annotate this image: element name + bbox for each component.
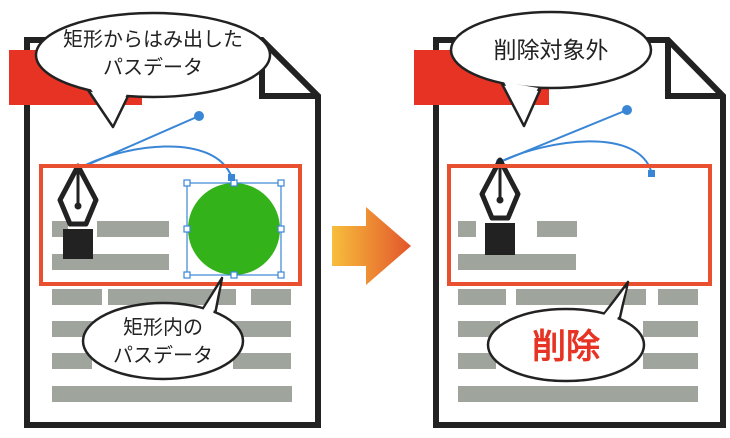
text-block — [52, 353, 92, 369]
green-circle-shape — [188, 183, 280, 275]
pen-tool-icon — [479, 157, 521, 255]
left-top-bubble-line-1: 矩形からはみ出した — [63, 27, 243, 51]
text-block — [232, 321, 291, 337]
text-block — [643, 353, 698, 369]
left-bottom-bubble: 矩形内の パスデータ — [81, 276, 245, 381]
bbox-handle — [230, 271, 238, 279]
arrow-right-icon — [332, 207, 411, 285]
text-block — [643, 321, 698, 337]
text-block — [458, 321, 500, 337]
bbox-handle — [277, 271, 285, 279]
left-top-bubble: 矩形からはみ出した パスデータ — [34, 11, 272, 129]
text-block — [458, 221, 476, 237]
left-document: 矩形からはみ出した パスデータ 矩形内の パスデータ — [9, 11, 321, 428]
bbox-handle — [183, 179, 191, 187]
right-document: 削除対象外 削除 — [414, 10, 726, 428]
text-block — [52, 289, 102, 305]
left-selection-rectangle — [39, 164, 302, 286]
text-block — [458, 386, 698, 402]
pen-tool-icon — [57, 163, 99, 259]
text-block — [537, 221, 577, 237]
text-block — [658, 289, 698, 305]
right-selection-rectangle — [447, 164, 712, 286]
path-handle-line — [77, 115, 200, 170]
text-block — [52, 386, 292, 402]
bbox-handle — [277, 179, 285, 187]
left-top-bubble-line-2: パスデータ — [103, 55, 203, 79]
text-block — [97, 221, 169, 237]
text-block — [108, 289, 236, 305]
anchor-point-icon — [228, 174, 235, 181]
right-top-bubble-label: 削除対象外 — [494, 38, 609, 64]
text-block — [251, 289, 291, 305]
text-block — [458, 289, 506, 305]
left-bottom-bubble-line-2: パスデータ — [113, 343, 213, 367]
bbox-handle — [183, 271, 191, 279]
right-bottom-bubble: 削除 — [486, 280, 646, 383]
right-bottom-bubble-label: 削除 — [532, 327, 601, 367]
anchor-point-icon — [622, 105, 632, 115]
text-block — [458, 353, 496, 369]
bbox-handle — [183, 225, 191, 233]
bbox-handle — [277, 225, 285, 233]
left-text-blocks-outside — [52, 289, 292, 402]
right-top-bubble: 削除対象外 — [449, 10, 653, 128]
path-handle-line — [499, 109, 628, 163]
right-document-fold — [665, 40, 723, 99]
right-text-blocks-inside — [458, 221, 577, 270]
anchor-point-icon — [648, 170, 655, 177]
text-block — [233, 353, 291, 369]
text-block — [458, 254, 576, 270]
circle-selection-box — [183, 179, 285, 279]
anchor-point-icon — [194, 111, 204, 121]
left-bottom-bubble-line-1: 矩形内の — [123, 315, 203, 339]
